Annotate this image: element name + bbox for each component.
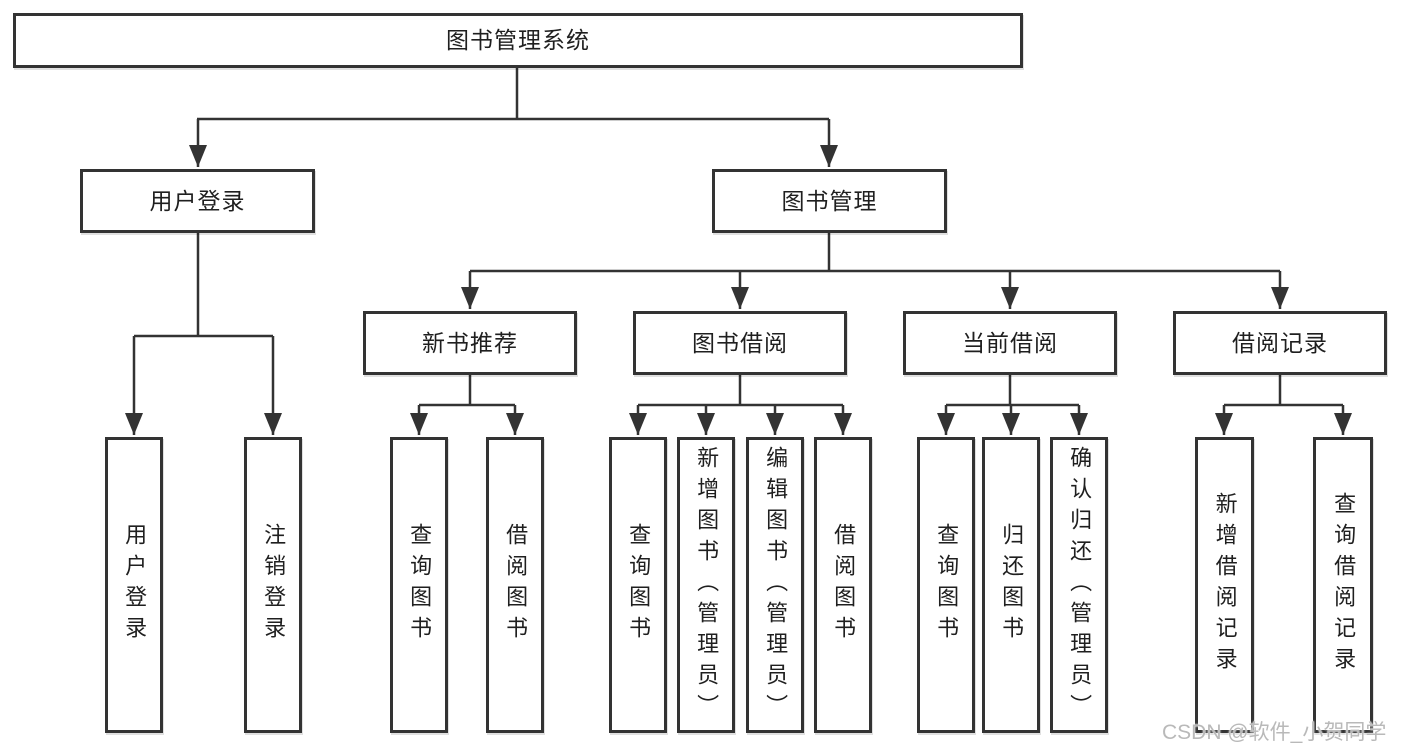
leaf-logout: 注销登录 — [244, 437, 302, 733]
node-label: 借阅记录 — [1232, 329, 1328, 356]
leaf-current-query-book: 查询图书 — [917, 437, 975, 733]
node-label: 用户登录 — [122, 523, 148, 647]
node-label: 新书推荐 — [422, 329, 518, 356]
node-label: 新增图书（管理员） — [694, 445, 720, 725]
node-label: 图书管理 — [781, 187, 878, 214]
leaf-borrow-borrow-book: 借阅图书 — [814, 437, 872, 733]
node-label: 确认归还（管理员） — [1067, 445, 1093, 725]
node-label: 借阅图书 — [831, 523, 857, 647]
leaf-recommend-borrow-book: 借阅图书 — [486, 437, 544, 733]
leaf-current-return-book: 归还图书 — [982, 437, 1040, 733]
leaf-recommend-query-book: 查询图书 — [390, 437, 448, 733]
leaf-borrow-add-book-admin: 新增图书（管理员） — [677, 437, 735, 733]
node-borrow-record: 借阅记录 — [1173, 311, 1387, 375]
node-label: 查询图书 — [934, 523, 960, 647]
node-label: 借阅图书 — [503, 523, 529, 647]
node-label: 图书借阅 — [692, 329, 788, 356]
node-new-book-recommend: 新书推荐 — [363, 311, 577, 375]
node-book-borrow: 图书借阅 — [633, 311, 847, 375]
node-label: 图书管理系统 — [446, 27, 590, 53]
node-label: 注销登录 — [261, 523, 287, 647]
node-library-management-system: 图书管理系统 — [13, 13, 1023, 68]
leaf-user-login: 用户登录 — [105, 437, 163, 733]
node-label: 新增借阅记录 — [1212, 492, 1238, 678]
leaf-borrow-edit-book-admin: 编辑图书（管理员） — [746, 437, 804, 733]
node-label: 编辑图书（管理员） — [763, 445, 789, 725]
node-label: 归还图书 — [999, 523, 1025, 647]
watermark: CSDN @软件_小贺同学 — [1162, 721, 1387, 744]
node-book-management: 图书管理 — [712, 169, 947, 233]
leaf-current-confirm-return-admin: 确认归还（管理员） — [1050, 437, 1108, 733]
node-label: 当前借阅 — [962, 329, 1058, 356]
leaf-record-add-record: 新增借阅记录 — [1195, 437, 1254, 733]
node-current-borrow: 当前借阅 — [903, 311, 1117, 375]
node-user-login: 用户登录 — [80, 169, 315, 233]
leaf-borrow-query-book: 查询图书 — [609, 437, 667, 733]
node-label: 查询图书 — [626, 523, 652, 647]
node-label: 查询图书 — [407, 523, 433, 647]
node-label: 查询借阅记录 — [1331, 492, 1357, 678]
leaf-record-query-record: 查询借阅记录 — [1313, 437, 1373, 733]
node-label: 用户登录 — [149, 187, 246, 214]
